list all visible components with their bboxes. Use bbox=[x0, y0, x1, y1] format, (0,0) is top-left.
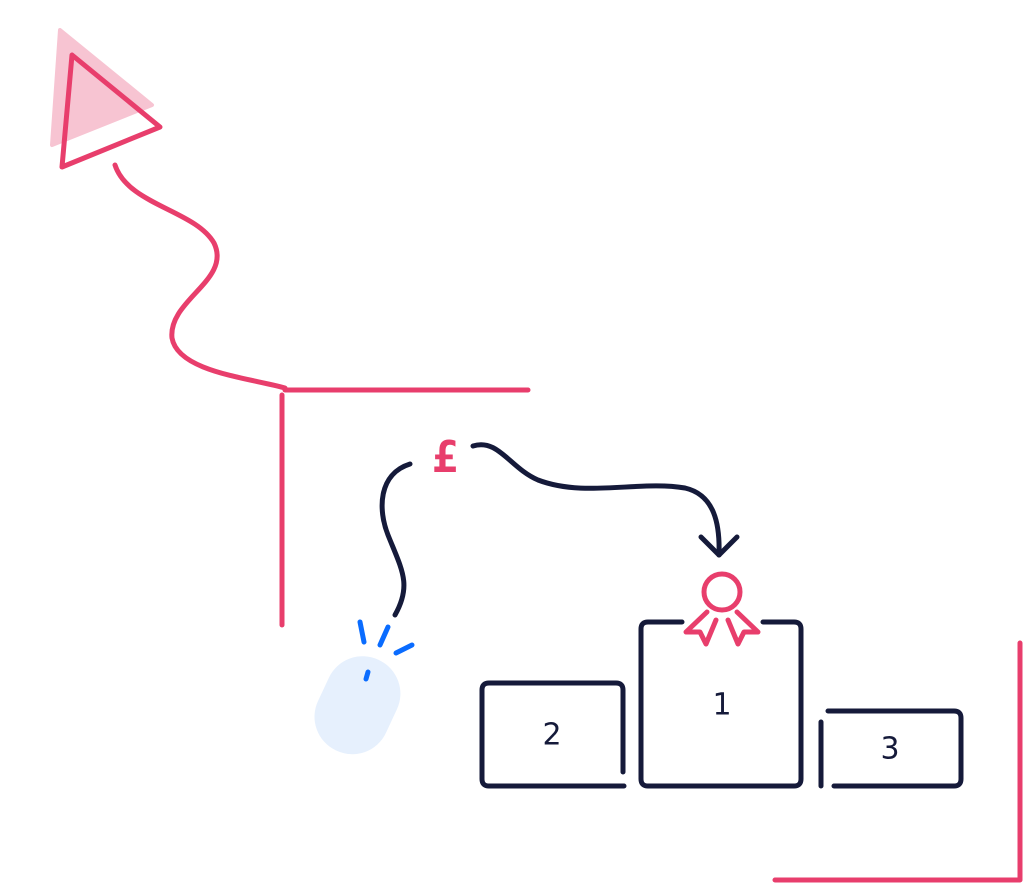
award-rosette-icon bbox=[683, 571, 761, 647]
wavy-pink-line bbox=[112, 162, 288, 391]
podium-third-block bbox=[818, 708, 964, 789]
arrow-head-icon bbox=[698, 534, 740, 558]
mouse-to-pound-line bbox=[379, 461, 413, 618]
podium-second-block bbox=[479, 680, 627, 789]
click-burst-icon bbox=[357, 619, 415, 656]
podium-second-label: 2 bbox=[542, 718, 561, 753]
bottom-right-corner-line bbox=[772, 640, 1023, 883]
mouse-icon bbox=[314, 656, 401, 755]
podium-first-label: 1 bbox=[712, 688, 731, 723]
podium-first-block bbox=[638, 619, 804, 789]
podium-third-label: 3 bbox=[880, 732, 899, 767]
triangle-outline-shape bbox=[59, 52, 163, 170]
pound-icon: £ bbox=[432, 432, 459, 483]
pound-to-podium-arrow-line bbox=[470, 442, 722, 558]
